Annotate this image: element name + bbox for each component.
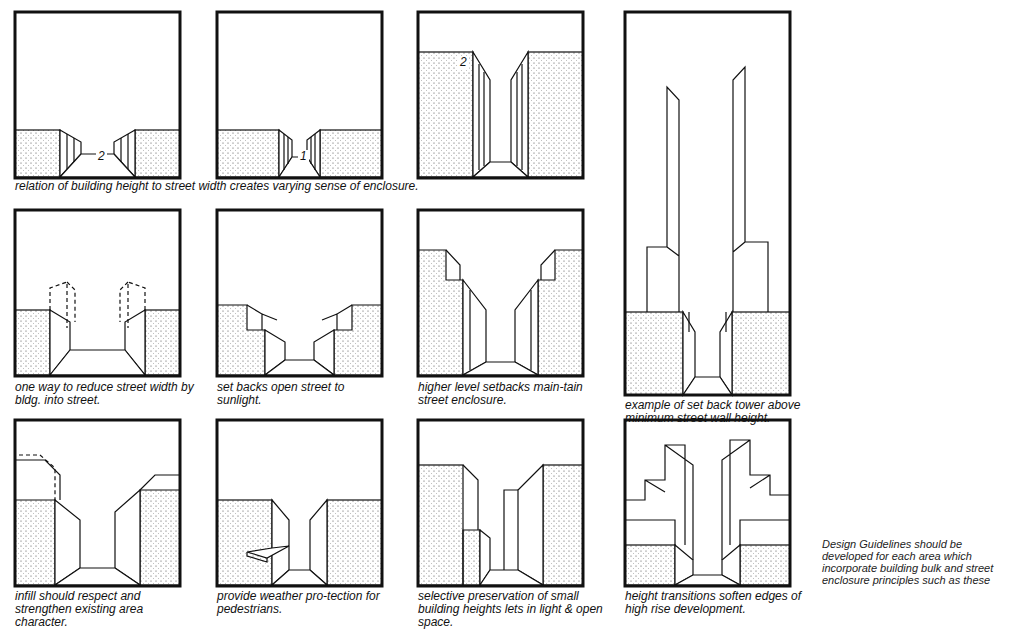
- caption: provide weather pro-tection for pedestri…: [217, 590, 389, 616]
- caption: example of set back tower above minimum …: [625, 399, 830, 425]
- caption: infill should respect and strengthen exi…: [15, 590, 195, 630]
- caption: height transitions soften edges of high …: [625, 590, 815, 616]
- caption: selective preservation of small building…: [418, 590, 603, 630]
- caption: one way to reduce street width by bldg. …: [15, 381, 195, 407]
- callout-number: 2: [458, 56, 469, 69]
- street-panel: [217, 210, 382, 376]
- street-panel: [15, 12, 180, 178]
- callout-number: 1: [298, 150, 309, 163]
- street-panel: [15, 210, 180, 376]
- street-panel: [217, 420, 382, 586]
- street-panel: [418, 12, 583, 178]
- street-panel: [418, 210, 583, 376]
- street-panel: [625, 420, 790, 586]
- street-panel: [217, 12, 382, 178]
- caption: set backs open street to sunlight.: [217, 381, 389, 407]
- street-panel: [625, 12, 790, 395]
- note: Design Guidelines should be developed fo…: [822, 538, 1010, 586]
- caption: higher level setbacks main-tain street e…: [418, 381, 603, 407]
- caption: relation of building height to street wi…: [15, 180, 635, 193]
- street-panel: [15, 420, 180, 586]
- street-panel: [418, 420, 583, 586]
- callout-number: 2: [96, 150, 107, 163]
